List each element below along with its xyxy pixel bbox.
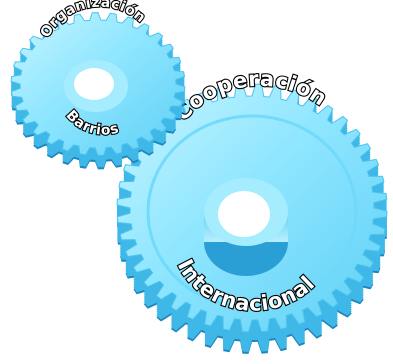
large-gear-rim-ring	[146, 114, 358, 310]
small-gear-hub	[64, 60, 128, 112]
small-gear-hole	[74, 68, 114, 100]
large-gear-hole	[218, 191, 270, 237]
large-gear: Cooperación Internacional	[116, 66, 388, 354]
small-gear: Organización Barrios	[10, 0, 186, 170]
large-gear-hub	[204, 178, 288, 276]
